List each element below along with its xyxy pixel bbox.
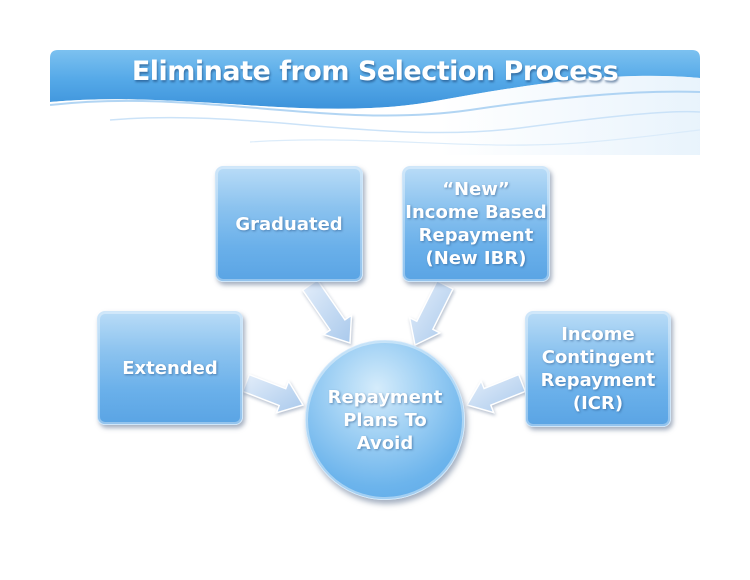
node-new-ibr: “New” Income Based Repayment (New IBR): [402, 166, 550, 282]
slide-title: Eliminate from Selection Process: [131, 56, 619, 87]
arrow-extended-to-center: [241, 373, 305, 415]
node-icr-label: Income Contingent Repayment (ICR): [540, 324, 656, 414]
arrow-new-ibr-to-center: [408, 279, 455, 347]
node-graduated-label: Graduated: [235, 213, 343, 235]
node-graduated: Graduated: [215, 166, 363, 282]
node-extended: Extended: [97, 311, 243, 425]
title-banner: Eliminate from Selection Process: [50, 50, 700, 155]
node-extended-label: Extended: [122, 357, 218, 379]
node-icr: Income Contingent Repayment (ICR): [525, 311, 671, 427]
center-node-label: Repayment Plans To Avoid: [327, 386, 443, 454]
arrow-icr-to-center: [465, 373, 527, 414]
node-new-ibr-label: “New” Income Based Repayment (New IBR): [405, 179, 547, 269]
banner-background: [50, 50, 700, 155]
arrow-graduated-to-center: [301, 278, 353, 345]
center-node: Repayment Plans To Avoid: [305, 340, 465, 500]
